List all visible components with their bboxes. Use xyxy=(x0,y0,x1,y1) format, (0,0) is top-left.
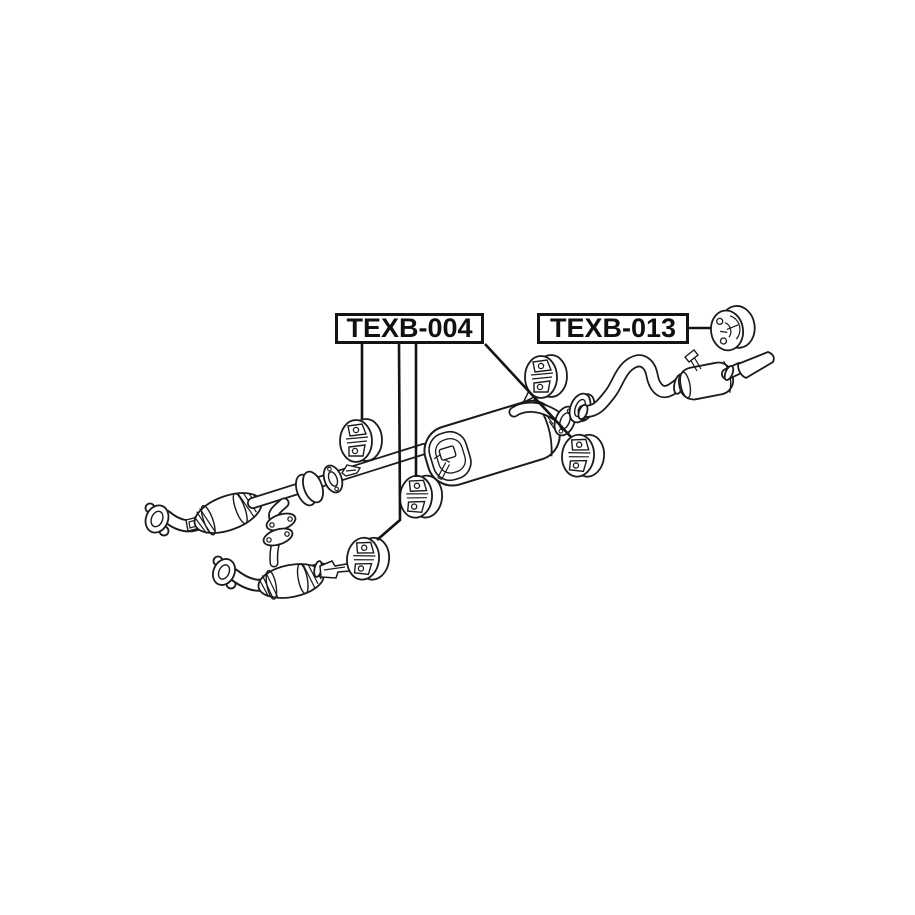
part-label-texb-004: TEXB-004 xyxy=(335,313,484,344)
mount-texb-004-5 xyxy=(559,431,608,481)
front-pipe-assembly xyxy=(144,492,263,537)
mount-texb-013 xyxy=(707,302,759,354)
mount-texb-004-1 xyxy=(339,418,383,463)
pipe-flange-joint xyxy=(295,464,362,507)
mount-texb-004-4 xyxy=(524,354,568,399)
tailpipe xyxy=(721,351,775,381)
y-pipe-assembly xyxy=(212,555,354,600)
mount-texb-004-3 xyxy=(397,472,445,521)
mount-texb-004-2 xyxy=(344,534,393,584)
part-label-texb-013: TEXB-013 xyxy=(537,313,689,344)
rear-resonator xyxy=(673,349,735,401)
downpipe-branch xyxy=(262,497,297,568)
rear-pipe xyxy=(577,354,689,421)
leader-lines xyxy=(360,326,711,541)
